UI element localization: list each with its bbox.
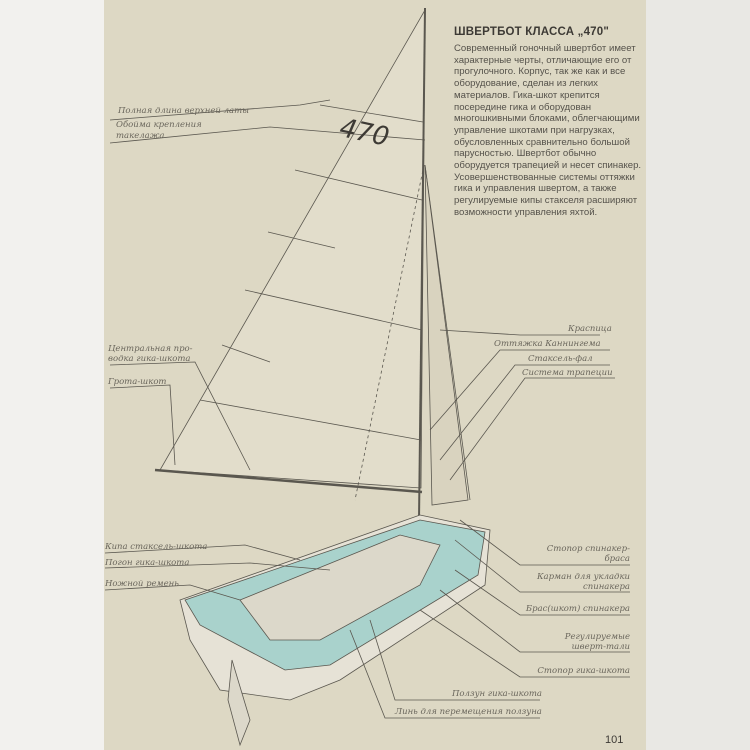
leader-line bbox=[109, 384, 176, 466]
label-jib-fairlead: Кипа стаксель-шкота bbox=[105, 542, 208, 552]
batten bbox=[267, 231, 336, 249]
label-guy-stopper-1: Стопор спинакер- bbox=[546, 544, 630, 554]
label-sheet-track: Погон гика-шкота bbox=[105, 558, 190, 568]
batten bbox=[199, 399, 422, 441]
leader-line bbox=[459, 519, 630, 566]
cockpit bbox=[239, 534, 441, 641]
label-traveller-line: Линь для перемещения ползуна bbox=[395, 707, 542, 717]
label-spinnaker-guy: Брас(шкот) спинакера bbox=[525, 604, 630, 614]
forestay bbox=[424, 164, 471, 501]
mainsail bbox=[159, 8, 426, 489]
leader-line bbox=[454, 539, 630, 593]
page-number: 101 bbox=[605, 734, 624, 746]
leader-line bbox=[104, 544, 301, 561]
batten bbox=[319, 104, 424, 123]
label-foot-strap: Ножной ремень bbox=[105, 579, 179, 589]
leader-line bbox=[109, 126, 426, 144]
leader-line bbox=[439, 329, 600, 336]
label-adjustable-2: шверт-тали bbox=[571, 642, 630, 652]
label-spreader: Краспица bbox=[568, 324, 612, 334]
label-central-sheet-1: Центральная про- bbox=[108, 344, 193, 354]
label-cunningham: Оттяжка Каннингема bbox=[494, 339, 601, 349]
label-central-sheet-2: водка гика-шкота bbox=[108, 354, 191, 364]
batten bbox=[244, 289, 423, 331]
leader-line bbox=[419, 609, 630, 678]
article-title: ШВЕРТБОТ КЛАССА „470" bbox=[454, 26, 610, 38]
page-edge bbox=[646, 0, 750, 750]
mast bbox=[418, 7, 426, 521]
batten bbox=[294, 169, 423, 201]
leader-line bbox=[449, 377, 615, 481]
leader-line bbox=[454, 569, 630, 616]
label-jib-halyard: Стаксель-фал bbox=[528, 354, 593, 364]
label-spinnaker-pocket-2: спинакера bbox=[583, 582, 630, 592]
leader-line bbox=[429, 349, 610, 431]
label-trapeze: Система трапеции bbox=[522, 368, 613, 378]
leader-line bbox=[104, 584, 241, 601]
label-mainsheet: Грота-шкот bbox=[108, 377, 167, 387]
leader-line bbox=[369, 619, 540, 701]
batten bbox=[221, 344, 271, 363]
label-adjustable-1: Регулируемые bbox=[564, 632, 630, 642]
boom bbox=[154, 468, 423, 494]
label-rigging-ring-2: такелажа bbox=[116, 131, 165, 141]
leader-line bbox=[109, 99, 331, 121]
leader-line bbox=[439, 589, 630, 653]
label-guy-stopper-2: браса bbox=[604, 554, 630, 564]
jib bbox=[424, 164, 469, 506]
rudder bbox=[227, 659, 251, 747]
label-traveller: Ползун гика-шкота bbox=[452, 689, 542, 699]
label-top-batten: Полная длина верхней латы bbox=[118, 106, 250, 116]
label-rigging-ring-1: Обойма крепления bbox=[116, 120, 202, 130]
leader-line bbox=[349, 629, 540, 719]
leader-line bbox=[104, 562, 331, 571]
label-spinnaker-pocket-1: Карман для укладки bbox=[536, 572, 630, 582]
leader-line bbox=[439, 364, 610, 461]
label-mainsheet-stopper: Стопор гика-шкота bbox=[537, 666, 630, 676]
leader-line bbox=[109, 361, 251, 471]
article-body: Современный гоночный швертбот имеет хара… bbox=[454, 43, 642, 218]
